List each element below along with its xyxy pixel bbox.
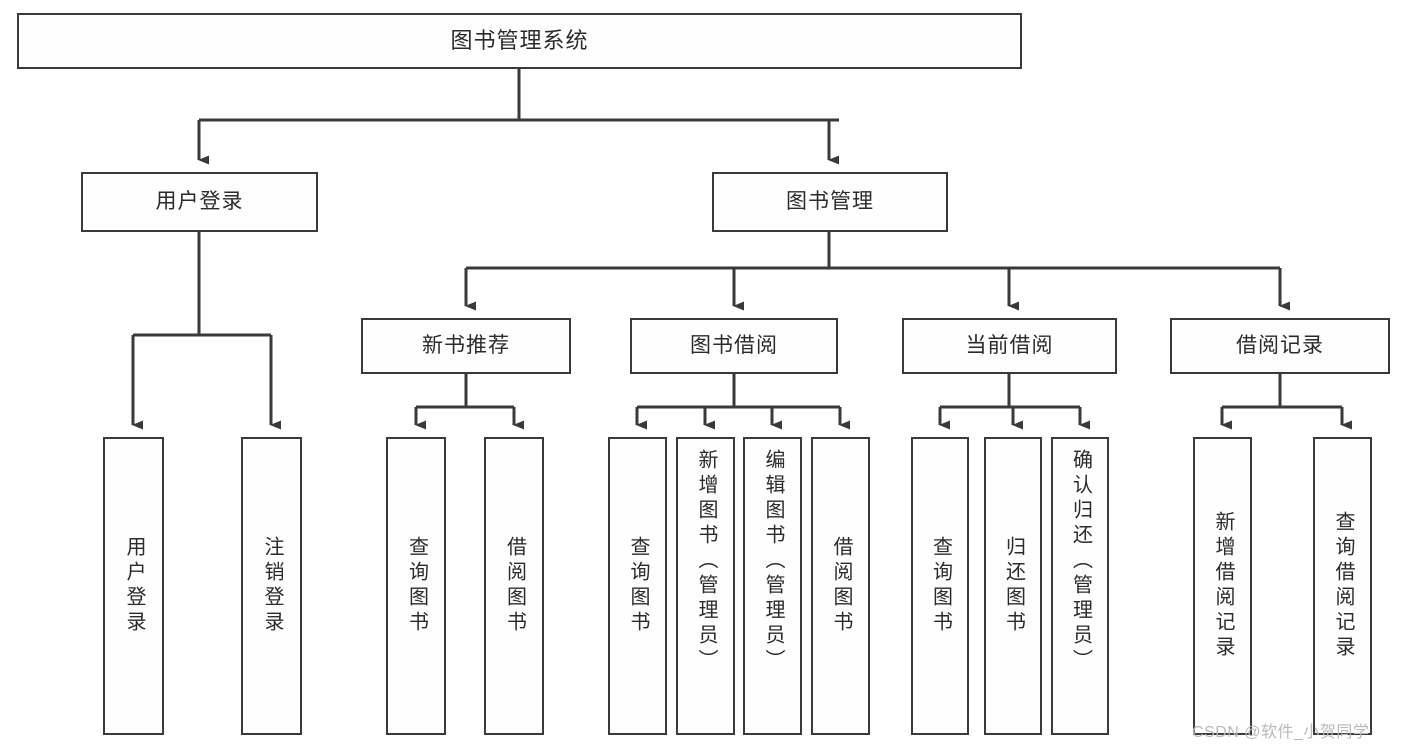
- node-current-borrow[interactable]: 当前借阅: [902, 318, 1117, 374]
- leaf-user-login-label: 用户登录: [123, 536, 145, 636]
- leaf-current-return-book[interactable]: 归还图书: [984, 437, 1042, 735]
- node-borrow-record[interactable]: 借阅记录: [1170, 318, 1390, 374]
- node-root[interactable]: 图书管理系统: [17, 13, 1022, 69]
- node-new-book-recommend[interactable]: 新书推荐: [361, 318, 571, 374]
- node-borrow-record-label: 借阅记录: [1236, 334, 1324, 358]
- leaf-record-add-record[interactable]: 新增借阅记录: [1193, 437, 1252, 735]
- leaf-newbook-query-book[interactable]: 查询图书: [386, 437, 446, 735]
- leaf-current-return-book-label: 归还图书: [1002, 536, 1025, 636]
- node-root-label: 图书管理系统: [450, 27, 589, 53]
- leaf-newbook-query-book-label: 查询图书: [405, 536, 428, 636]
- leaf-borrow-query-book[interactable]: 查询图书: [608, 437, 667, 735]
- node-user-login[interactable]: 用户登录: [81, 172, 318, 232]
- node-book-borrow-label: 图书借阅: [690, 334, 778, 358]
- leaf-current-confirm-return-admin-label: 确认归还（管理员）: [1069, 449, 1092, 674]
- leaf-borrow-lend-book[interactable]: 借阅图书: [811, 437, 870, 735]
- csdn-watermark: CSDN @软件_小贺同学: [1192, 724, 1370, 741]
- leaf-newbook-borrow-book[interactable]: 借阅图书: [484, 437, 544, 735]
- node-book-management[interactable]: 图书管理: [712, 172, 948, 232]
- node-current-borrow-label: 当前借阅: [965, 334, 1054, 358]
- leaf-borrow-edit-book-admin[interactable]: 编辑图书（管理员）: [743, 437, 802, 735]
- leaf-record-query-record[interactable]: 查询借阅记录: [1313, 437, 1372, 735]
- leaf-borrow-lend-book-label: 借阅图书: [830, 536, 852, 636]
- leaf-borrow-add-book-admin-label: 新增图书（管理员）: [695, 449, 717, 674]
- leaf-user-login[interactable]: 用户登录: [103, 437, 164, 735]
- leaf-borrow-query-book-label: 查询图书: [627, 536, 649, 636]
- leaf-logout[interactable]: 注销登录: [241, 437, 302, 735]
- node-book-management-label: 图书管理: [786, 190, 874, 214]
- node-book-borrow[interactable]: 图书借阅: [630, 318, 838, 374]
- leaf-current-confirm-return-admin[interactable]: 确认归还（管理员）: [1051, 437, 1109, 735]
- leaf-current-query-book-label: 查询图书: [929, 536, 952, 636]
- leaf-logout-label: 注销登录: [261, 536, 283, 636]
- leaf-borrow-add-book-admin[interactable]: 新增图书（管理员）: [676, 437, 735, 735]
- leaf-newbook-borrow-book-label: 借阅图书: [503, 536, 526, 636]
- leaf-borrow-edit-book-admin-label: 编辑图书（管理员）: [762, 449, 784, 674]
- node-user-login-label: 用户登录: [155, 190, 244, 214]
- leaf-current-query-book[interactable]: 查询图书: [911, 437, 969, 735]
- node-new-book-recommend-label: 新书推荐: [422, 334, 510, 358]
- leaf-record-add-record-label: 新增借阅记录: [1212, 511, 1234, 661]
- leaf-record-query-record-label: 查询借阅记录: [1332, 511, 1354, 661]
